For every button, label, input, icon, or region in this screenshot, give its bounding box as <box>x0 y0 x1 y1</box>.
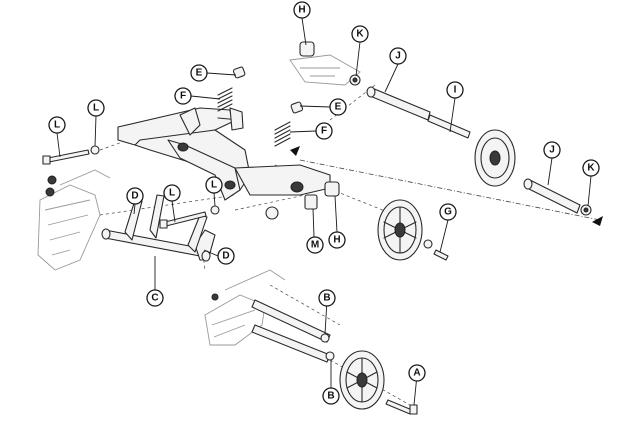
callout-letter: B <box>323 293 330 304</box>
callout-letter: G <box>444 207 452 218</box>
callout-letter: I <box>454 85 457 96</box>
callout-G: G <box>439 203 457 221</box>
callout-letter: E <box>196 68 203 79</box>
callout-letter: F <box>180 91 186 102</box>
callout-J-top: J <box>389 47 407 65</box>
middle-bolt <box>159 205 220 229</box>
callout-I: I <box>446 81 464 99</box>
callout-L-far-left: L <box>48 116 66 134</box>
callout-A: A <box>408 364 426 382</box>
lower-wheel <box>339 350 418 415</box>
callout-letter: E <box>335 102 342 113</box>
callout-D-upper: D <box>126 187 144 205</box>
callout-E-lower: E <box>329 98 347 116</box>
callout-letter: L <box>211 180 217 191</box>
callout-B-lower: B <box>322 387 340 405</box>
callout-letter: D <box>131 191 138 202</box>
upper-idler-shaft <box>299 41 471 139</box>
left-frame-sketch <box>37 169 111 271</box>
callout-letter: L <box>93 103 99 114</box>
spring-upper <box>217 66 246 112</box>
callout-L-left: L <box>87 99 105 117</box>
callout-letter: A <box>413 368 420 379</box>
spring-lower <box>274 101 304 147</box>
callout-M: M <box>306 236 324 254</box>
lower-right-shaft <box>523 178 592 216</box>
callout-E-upper: E <box>190 64 208 82</box>
callout-letter: J <box>395 51 401 62</box>
leader-lines <box>56 17 592 406</box>
frame-nuts <box>45 175 57 197</box>
callout-letter: L <box>169 188 175 199</box>
callout-letter: J <box>549 145 555 156</box>
lower-cross-shaft <box>101 194 216 262</box>
callout-C: C <box>146 289 164 307</box>
callout-letter: L <box>54 120 60 131</box>
swing-arm <box>117 107 331 201</box>
callout-F-lower: F <box>315 122 333 140</box>
callout-B-upper: B <box>318 289 336 307</box>
callout-letter: F <box>321 126 327 137</box>
left-upper-bolt <box>42 145 100 165</box>
right-lower-frame-sketch <box>204 269 286 346</box>
callout-K-right: K <box>582 159 600 177</box>
callout-letter: B <box>327 391 334 402</box>
callout-L-middle: L <box>163 184 181 202</box>
callout-letter: D <box>222 251 229 262</box>
callout-letter: M <box>311 240 319 251</box>
callout-letter: K <box>356 29 364 40</box>
bushings <box>265 181 340 220</box>
callout-J-right: J <box>543 141 561 159</box>
callout-F-upper: F <box>174 87 192 105</box>
upper-right-wheel <box>474 129 516 187</box>
middle-wheel <box>377 199 449 261</box>
lower-long-shaft <box>211 293 335 363</box>
callout-H-top: H <box>293 1 311 19</box>
callout-L-center: L <box>205 176 223 194</box>
direction-arrows <box>290 146 603 226</box>
callout-letter: C <box>151 293 158 304</box>
callout-letter: H <box>333 235 340 246</box>
callout-H-middle: H <box>328 231 346 249</box>
callout-letter: H <box>298 5 305 16</box>
callout-letter: K <box>587 163 595 174</box>
callout-D-lower: D <box>217 247 235 265</box>
callout-K-top: K <box>351 25 369 43</box>
